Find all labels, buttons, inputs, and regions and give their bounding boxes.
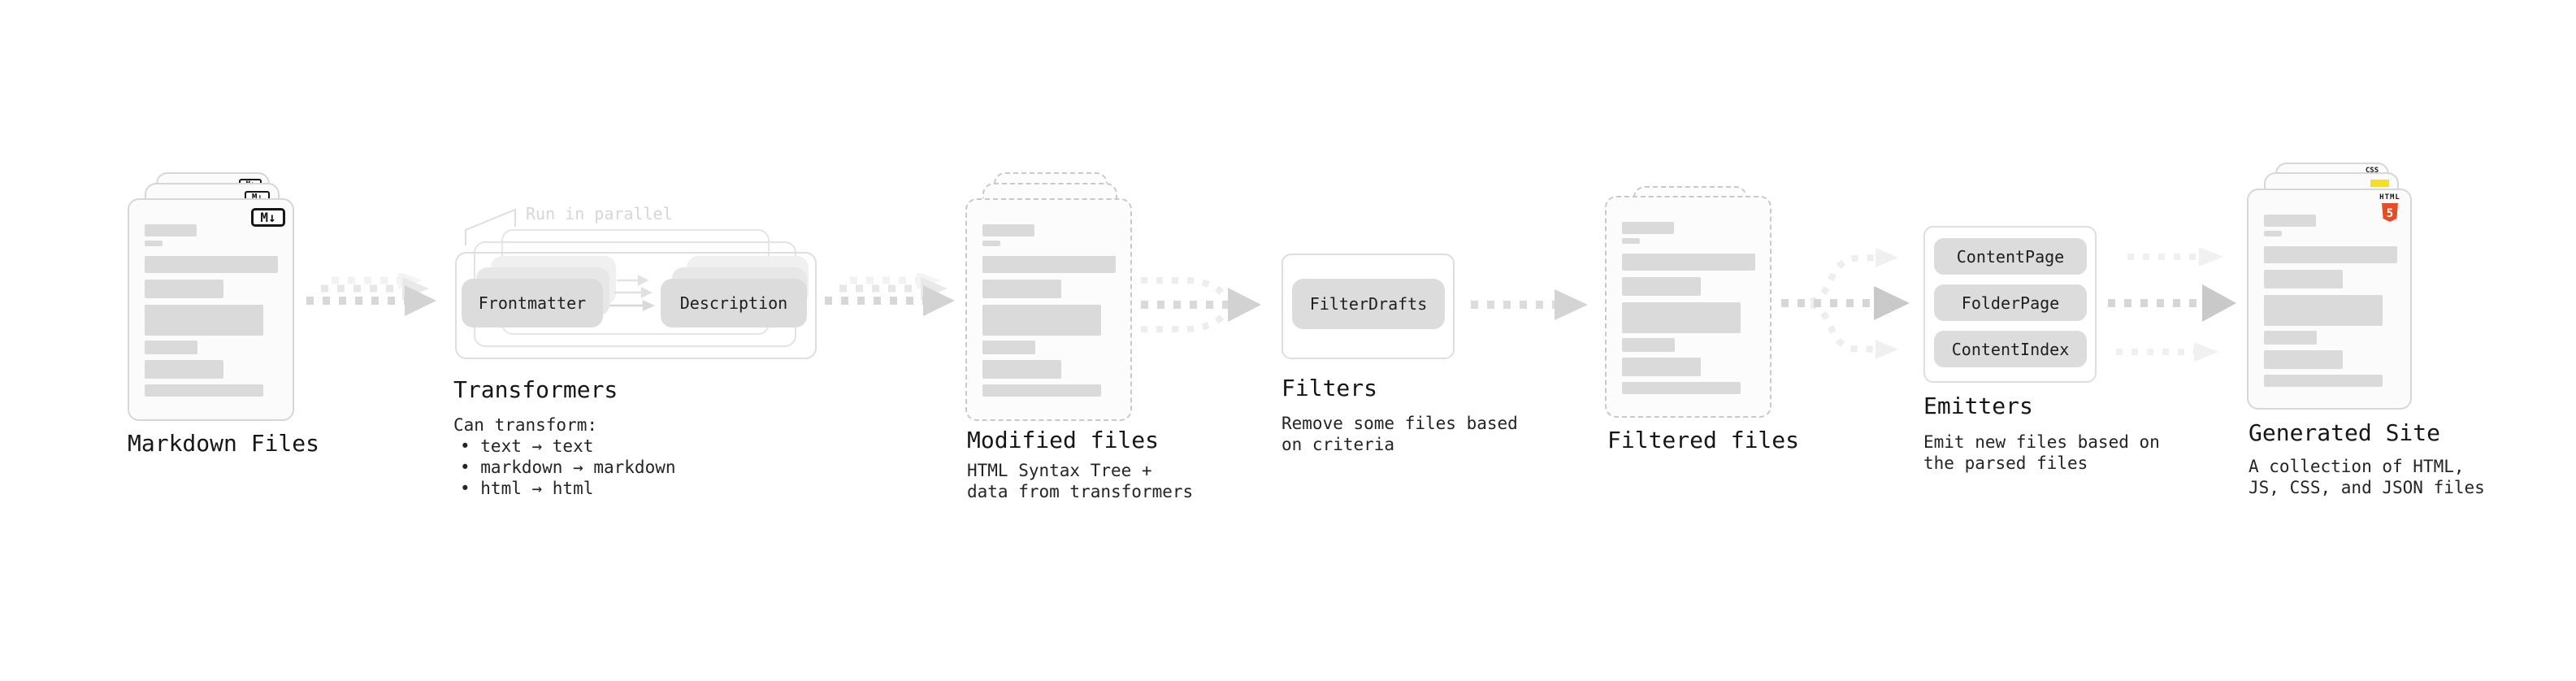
html5-logo-icon: HTML 5 [2379, 193, 2400, 224]
text-line-bar [982, 360, 1061, 379]
text-line-bar [2264, 331, 2317, 345]
generated-site-title: Generated Site [2249, 419, 2441, 446]
filtered-files-title: Filtered files [1607, 427, 1800, 453]
text-line-bar [2264, 246, 2397, 263]
html5-shield [2382, 203, 2398, 222]
emitters-title: Emitters [1923, 393, 2033, 419]
modified-files-caption: HTML Syntax Tree + data from transformer… [967, 461, 1194, 501]
filterdrafts-pill: FilterDrafts [1292, 279, 1445, 329]
arrow-filters-to-filtered [1471, 289, 1588, 320]
frontmatter-transformer-pill: Frontmatter [462, 279, 603, 327]
arrow-modified-to-filters [1141, 277, 1261, 332]
filters-caption: Remove some files based on criteria [1281, 414, 1518, 454]
transformers-caption: Can transform: [453, 415, 598, 435]
text-line-bar [1622, 222, 1674, 234]
js-file-icon [2370, 180, 2389, 187]
transformers-title: Transformers [453, 376, 618, 403]
filters-title: Filters [1281, 375, 1378, 401]
text-line-bar [145, 305, 263, 336]
text-line-bar [1622, 382, 1741, 394]
text-line-bar [145, 280, 223, 298]
html-file-card: HTML 5 [2247, 189, 2412, 410]
text-line-bar [2264, 231, 2282, 236]
text-line-bar [982, 256, 1116, 273]
text-line-bar [2264, 295, 2383, 326]
transform-bullet: • html → html [460, 479, 594, 498]
generated-site-caption: A collection of HTML, JS, CSS, and JSON … [2249, 457, 2485, 497]
run-in-parallel-note: Run in parallel [526, 204, 673, 223]
modified-files-stack [965, 172, 1132, 421]
description-transformer-pill: Description [661, 279, 807, 327]
arrow-markdown-to-transformers [306, 273, 436, 316]
markdown-files-title: Markdown Files [128, 430, 320, 457]
text-line-bar [145, 224, 197, 236]
generated-site-stack: CSS HTML 5 [2247, 163, 2412, 411]
arrow-transformers-to-modified [825, 273, 955, 316]
modified-files-title: Modified files [967, 427, 1160, 453]
text-line-bar [982, 384, 1101, 397]
parallel-arrows-icon [609, 275, 655, 311]
document-text-placeholder [982, 224, 1116, 397]
markdown-file-card-front: M↓ [128, 198, 294, 421]
text-line-bar [145, 241, 163, 246]
markdown-badge-icon: M↓ [251, 208, 285, 227]
filtered-files-stack [1605, 186, 1772, 418]
transformers-bullet-list: • text → text • markdown → markdown • ht… [460, 436, 676, 499]
document-text-placeholder [2264, 215, 2397, 387]
text-line-bar [1622, 238, 1640, 244]
contentindex-emitter-pill: ContentIndex [1934, 331, 2087, 367]
text-line-bar [1622, 338, 1675, 352]
modified-file-card-front [965, 198, 1132, 421]
text-line-bar [145, 360, 223, 379]
text-line-bar [982, 224, 1034, 236]
markdown-files-stack: M↓ M↓ M↓ [128, 172, 294, 421]
text-line-bar [145, 340, 197, 354]
html5-number: 5 [2387, 207, 2393, 220]
folderpage-emitter-pill: FolderPage [1934, 284, 2087, 321]
text-line-bar [1622, 277, 1701, 296]
text-line-bar [1622, 254, 1755, 271]
text-line-bar [2264, 375, 2383, 387]
emitters-caption: Emit new files based on the parsed files [1923, 432, 2160, 473]
filtered-file-card-front [1605, 196, 1772, 418]
transform-bullet: • text → text [460, 436, 594, 456]
html5-wordmark: HTML [2379, 193, 2400, 202]
text-line-bar [982, 340, 1035, 354]
arrow-emitters-to-generated [2108, 247, 2236, 362]
arrow-filtered-to-emitters [1781, 248, 1910, 359]
css-label: CSS [2365, 167, 2379, 175]
transformer-container-front [455, 252, 817, 359]
text-line-bar [982, 241, 1000, 246]
text-line-bar [982, 305, 1101, 336]
text-line-bar [2264, 215, 2316, 227]
run-in-parallel-leader-line [465, 208, 516, 245]
text-line-bar [2264, 270, 2343, 288]
contentpage-emitter-pill: ContentPage [1934, 238, 2087, 275]
document-text-placeholder [1622, 222, 1755, 394]
text-line-bar [982, 280, 1061, 298]
text-line-bar [1622, 302, 1741, 333]
transform-bullet: • markdown → markdown [460, 458, 676, 477]
text-line-bar [145, 384, 263, 397]
document-text-placeholder [145, 224, 278, 397]
text-line-bar [1622, 358, 1701, 376]
text-line-bar [2264, 350, 2343, 369]
text-line-bar [145, 256, 278, 273]
